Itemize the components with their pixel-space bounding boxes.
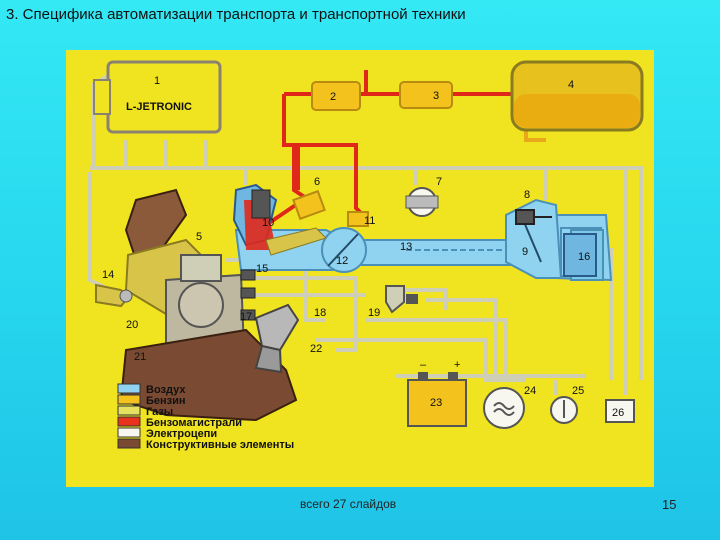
legend-swatch	[117, 383, 141, 394]
air-filter-16	[563, 233, 597, 277]
label-11: 11	[364, 215, 375, 227]
label-22: 22	[310, 343, 322, 355]
relay-25	[550, 396, 578, 424]
control-unit-label: L-JETRONIC	[126, 101, 192, 113]
label-17: 17	[240, 311, 252, 323]
page-number: 15	[662, 497, 677, 512]
auxiliary-air-valve-7	[405, 187, 439, 217]
injector-10-11	[292, 189, 369, 227]
label-1: 1	[154, 75, 160, 87]
sensor-8	[515, 209, 552, 225]
sensor-15-17	[240, 269, 256, 321]
label-21: 21	[134, 351, 146, 363]
distributor-18	[254, 303, 300, 374]
legend-swatch	[117, 438, 141, 449]
thermo-switch-19	[385, 285, 418, 314]
label-23: 23	[430, 397, 442, 409]
throttle-body-12	[321, 227, 367, 273]
label-16: 16	[578, 251, 590, 263]
label-26: 26	[612, 407, 624, 419]
fuel-injection-diagram: 1 L-JETRONIC 2 3 4	[66, 50, 654, 487]
label-10: 10	[262, 217, 274, 229]
legend: ВоздухБензинГазыБензомагистралиЭлектроце…	[117, 383, 294, 451]
component-labels: 5 6 7 8 9 10 11 12 13 14 15 16 17 18 19 …	[102, 176, 624, 419]
legend-swatch	[117, 394, 141, 405]
label-8: 8	[524, 189, 530, 201]
label-19: 19	[368, 307, 380, 319]
legend-label: Бензомагистрали	[146, 417, 242, 429]
legend-label: Электроцепи	[146, 428, 217, 440]
fuel-pump-2: 2	[311, 81, 361, 111]
legend-label: Бензин	[146, 395, 186, 407]
control-unit-1: 1 L-JETRONIC	[93, 60, 222, 134]
injection-block-5-6	[232, 183, 327, 256]
legend-label: Конструктивные элементы	[146, 439, 294, 451]
label-24: 24	[524, 385, 536, 397]
ignition-coil-24	[483, 387, 525, 429]
label-9: 9	[522, 246, 528, 258]
label-14: 14	[102, 269, 114, 281]
slide-count: всего 27 слайдов	[300, 497, 397, 511]
label-12: 12	[336, 255, 348, 267]
slide-title: 3. Специфика автоматизации транспорта и …	[6, 6, 466, 23]
legend-label: Газы	[146, 406, 173, 418]
label-4: 4	[568, 79, 574, 91]
fuel-tank-4: 4	[510, 60, 644, 132]
battery-plus: +	[454, 359, 460, 371]
label-6: 6	[314, 176, 320, 188]
label-3: 3	[433, 90, 439, 102]
label-15: 15	[256, 263, 268, 275]
label-25: 25	[572, 385, 584, 397]
label-7: 7	[436, 176, 442, 188]
legend-swatch	[117, 416, 141, 427]
label-2: 2	[330, 91, 336, 103]
cold-start-valve-14	[95, 283, 133, 308]
relay-block-26	[605, 399, 635, 423]
engine-block	[119, 188, 298, 422]
label-5: 5	[196, 231, 202, 243]
fuel-lines	[249, 70, 523, 237]
legend-swatch	[117, 405, 141, 416]
label-20: 20	[126, 319, 138, 331]
fuel-filter-3: 3	[399, 81, 453, 109]
battery-23: – +	[407, 359, 467, 427]
legend-swatch	[117, 427, 141, 438]
label-13: 13	[400, 241, 412, 253]
label-18: 18	[314, 307, 326, 319]
legend-label: Воздух	[146, 384, 186, 396]
battery-minus: –	[420, 359, 427, 371]
